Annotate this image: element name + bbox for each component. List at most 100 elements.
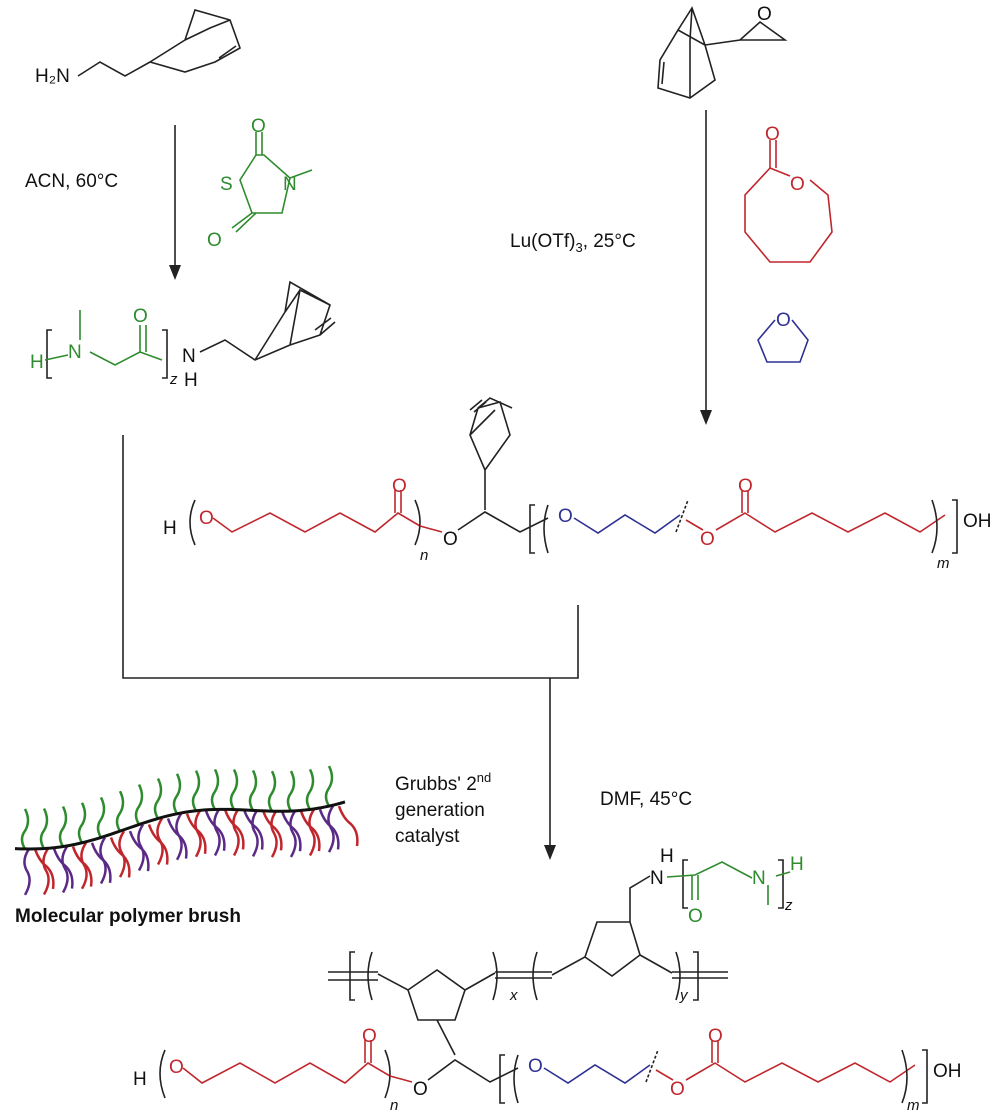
- atom-h: H: [30, 352, 44, 373]
- peptoid-side-chain: [96, 796, 106, 839]
- peptoid-side-chain: [267, 770, 277, 812]
- atom-o: O: [199, 508, 214, 529]
- pcl-side-chain: [232, 808, 240, 857]
- peptoid-side-chain: [191, 770, 201, 812]
- pthf-side-chain: [280, 810, 302, 852]
- atom-o: O: [443, 529, 458, 550]
- step3-conditions: DMF, 45°C: [600, 789, 692, 810]
- pthf-side-chain: [204, 810, 226, 851]
- repeat-n: n: [420, 547, 428, 564]
- bottlebrush-polymer: x y N H O N H z H O O n O O O O m OH: [133, 846, 962, 1110]
- atom-s: S: [220, 174, 233, 195]
- pcl-side-chain: [223, 809, 245, 850]
- repeat-z: z: [169, 371, 178, 388]
- pthf-side-chain: [23, 848, 31, 896]
- atom-o: O: [251, 116, 266, 137]
- pthf-side-chain: [52, 848, 74, 889]
- pcl-pthf-macromonomer: H O O n O O O O m OH: [163, 397, 992, 572]
- amine-label: H₂N: [35, 66, 70, 87]
- arrow-step3: [544, 678, 556, 860]
- peptoid-side-chain: [153, 777, 163, 820]
- pcl-side-chain: [337, 805, 359, 847]
- atom-o: O: [528, 1056, 543, 1077]
- peptoid-side-chain: [210, 768, 220, 811]
- repeat-y: y: [679, 987, 689, 1004]
- pthf-side-chain: [251, 809, 259, 858]
- pcl-side-chain: [261, 809, 283, 851]
- atom-oh: OH: [963, 511, 992, 532]
- atom-o: O: [708, 1026, 723, 1047]
- atom-o: O: [765, 124, 780, 145]
- atom-o: O: [776, 310, 791, 331]
- pcl-side-chain: [33, 848, 55, 890]
- combine-lines: [122, 435, 579, 679]
- peptoid-side-chain: [134, 783, 144, 826]
- repeat-m: m: [937, 555, 950, 572]
- pthf-side-chain: [242, 809, 264, 850]
- peptoid-side-chain: [229, 768, 239, 811]
- repeat-n: n: [390, 1097, 398, 1110]
- pthf-side-chain: [175, 813, 183, 861]
- atom-o: O: [700, 529, 715, 550]
- pcl-side-chain: [185, 813, 207, 854]
- atom-o: O: [169, 1057, 184, 1078]
- atom-o: O: [362, 1026, 377, 1047]
- pcl-side-chain: [118, 830, 126, 878]
- peptoid-side-chain: [172, 773, 182, 815]
- atom-h: H: [790, 854, 804, 875]
- peptoid-side-chain: [324, 765, 334, 807]
- peptoid-side-chain: [39, 807, 49, 850]
- pthf-side-chain: [327, 805, 335, 853]
- peptoid-side-chain: [77, 802, 87, 844]
- pthf-side-chain: [137, 823, 145, 872]
- atom-n: N: [650, 868, 664, 889]
- peptoid-side-chain: [286, 770, 296, 812]
- peptoid-side-chain: [115, 790, 125, 832]
- atom-o: O: [207, 230, 222, 251]
- brush-backbone: [14, 800, 346, 851]
- atom-h: H: [660, 846, 674, 867]
- atom-h: H: [184, 370, 198, 391]
- atom-o: O: [688, 906, 703, 927]
- atom-o: O: [757, 4, 772, 25]
- atom-o: O: [670, 1079, 685, 1100]
- pcl-side-chain: [194, 810, 202, 858]
- molecular-brush-illustration: [14, 765, 359, 896]
- peptoid-side-chain: [58, 805, 68, 848]
- pcl-side-chain: [299, 810, 321, 852]
- step2-conditions: Lu(OTf)3, 25°C: [510, 231, 636, 255]
- atom-n: N: [752, 868, 766, 889]
- peptoid-side-chain: [20, 808, 30, 850]
- repeat-m: m: [907, 1097, 920, 1110]
- peptoid-side-chain: [305, 768, 315, 811]
- step3-catalyst-line3: catalyst: [395, 826, 460, 847]
- atom-o: O: [133, 306, 148, 327]
- step1-conditions: ACN, 60°C: [25, 171, 118, 192]
- norbornene-bonds: [77, 9, 241, 77]
- repeat-x: x: [509, 987, 518, 1004]
- pcl-side-chain: [308, 808, 316, 857]
- atom-n: N: [68, 342, 82, 363]
- brush-label: Molecular polymer brush: [15, 906, 241, 927]
- pcl-side-chain: [42, 847, 50, 896]
- pthf-side-chain: [99, 836, 107, 885]
- pthf-side-chain: [289, 810, 297, 858]
- pcl-side-chain: [80, 842, 88, 890]
- pcl-side-chain: [270, 810, 278, 858]
- repeat-z: z: [784, 897, 793, 914]
- atom-n: N: [283, 174, 297, 195]
- atom-o: O: [738, 476, 753, 497]
- pcl-side-chain: [156, 817, 164, 866]
- peptoid-macromonomer: H N O z N H: [30, 280, 336, 391]
- atom-n: N: [182, 346, 196, 367]
- arrow-step1: [169, 125, 181, 280]
- atom-o: O: [392, 476, 407, 497]
- atom-h: H: [163, 518, 177, 539]
- atom-o: O: [413, 1079, 428, 1100]
- peptoid-side-chain: [248, 769, 258, 812]
- caprolactone: O O: [744, 124, 833, 263]
- norbornene-epoxide: O: [657, 4, 788, 99]
- atom-o: O: [790, 174, 805, 195]
